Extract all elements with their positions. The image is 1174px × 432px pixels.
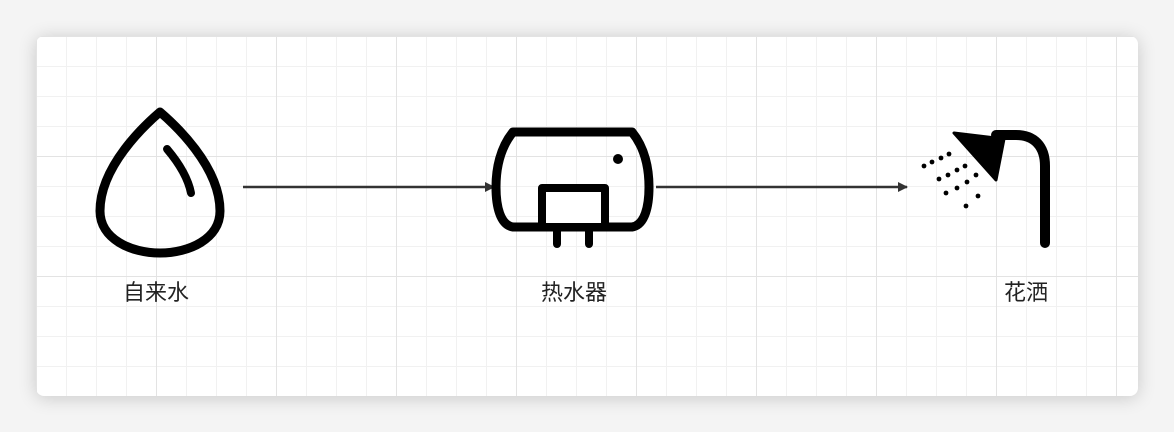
diagram-canvas: 自来水 热水器 花洒	[36, 36, 1138, 396]
node-label-shower: 花洒	[1003, 281, 1049, 306]
diagram-svg	[95, 107, 1050, 258]
node-label-water-heater: 热水器	[540, 281, 608, 306]
water-heater-icon[interactable]	[491, 127, 654, 248]
shower-head-icon[interactable]	[921, 130, 1050, 248]
water-drop-icon[interactable]	[95, 107, 225, 258]
node-label-tap-water: 自来水	[122, 281, 190, 306]
